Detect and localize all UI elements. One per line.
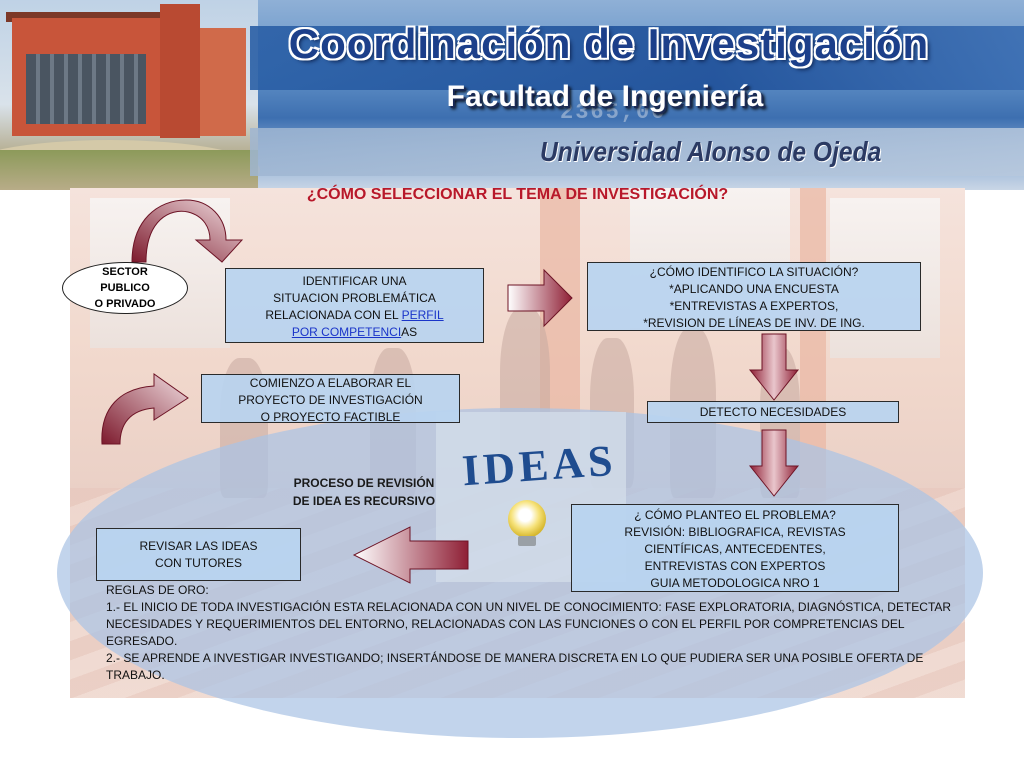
lightbulb-icon <box>508 500 546 538</box>
start-project-box: COMIENZO A ELABORAR EL PROYECTO DE INVES… <box>201 374 460 424</box>
identify-problem-box: IDENTIFICAR UNA SITUACION PROBLEMÁTICA R… <box>225 268 484 343</box>
curved-arrow-bottom <box>101 373 189 445</box>
competencias-link[interactable]: POR COMPETENCI <box>291 325 402 339</box>
background-numbers: 2365,00 <box>560 100 667 125</box>
sector-oval: SECTOR PUBLICO O PRIVADO <box>62 262 188 314</box>
golden-rules: REGLAS DE ORO: 1.- EL INICIO DE TODA INV… <box>106 583 952 682</box>
lightbulb-base-icon <box>518 536 536 546</box>
banner-title: Coordinación de Investigación <box>288 20 930 67</box>
process-label: PROCESO DE REVISIÓN DE IDEA ES RECURSIVO <box>292 476 436 508</box>
left-arrow <box>352 526 469 584</box>
building-photo <box>0 0 260 190</box>
right-arrow-1 <box>507 268 573 328</box>
header-banner: 2365,00 Coordinación de Investigación Fa… <box>0 0 1024 190</box>
down-arrow-2 <box>748 429 800 497</box>
diagram-title: ¿CÓMO SELECCIONAR EL TEMA DE INVESTIGACI… <box>306 186 729 203</box>
perfil-link[interactable]: PERFIL <box>401 308 444 322</box>
down-arrow-1 <box>748 333 800 401</box>
detect-needs-box: DETECTO NECESIDADES <box>647 401 899 423</box>
curved-arrow-top <box>131 199 244 263</box>
how-identify-box: ¿CÓMO IDENTIFICO LA SITUACIÓN? *APLICAND… <box>587 262 921 331</box>
banner-subtitle: Facultad de Ingeniería <box>446 80 764 113</box>
problem-statement-box: ¿ CÓMO PLANTEO EL PROBLEMA? REVISIÓN: BI… <box>571 504 899 592</box>
review-ideas-box: REVISAR LAS IDEAS CON TUTORES <box>96 528 301 581</box>
banner-university: Universidad Alonso de Ojeda <box>540 136 882 167</box>
